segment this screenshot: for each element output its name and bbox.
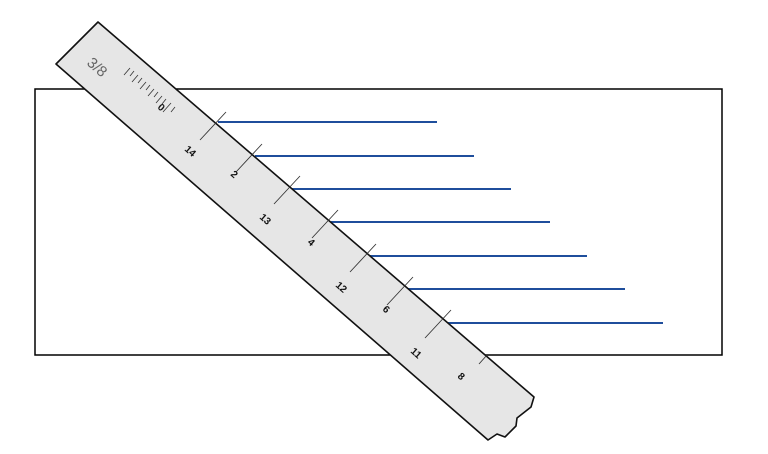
fine-ticks <box>123 67 176 113</box>
ruler-number: 4 <box>305 237 317 249</box>
ruler-number: 6 <box>380 304 392 316</box>
ruler-number: 2 <box>228 169 240 181</box>
scale-ruler[interactable]: 3/8 0 14 2 13 4 12 6 11 8 <box>55 21 535 441</box>
division-ticks <box>199 111 488 365</box>
horizontal-lines <box>218 121 663 324</box>
ruler-number: 8 <box>455 371 467 383</box>
ruler-number: 0 <box>155 102 167 114</box>
ruler-body <box>55 21 535 441</box>
